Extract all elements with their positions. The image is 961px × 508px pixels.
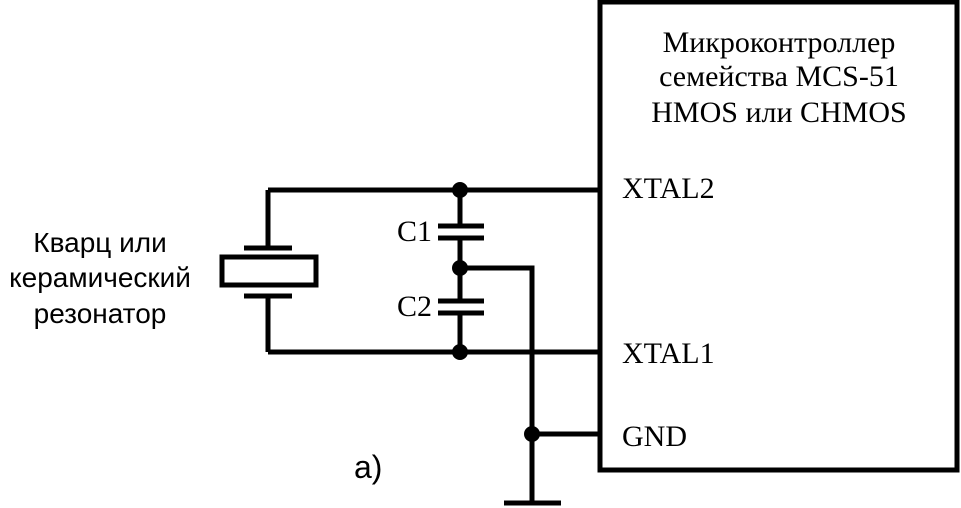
pin-label-xtal1: XTAL1 — [622, 337, 715, 370]
pin-label-xtal2: XTAL2 — [622, 172, 715, 205]
junction-dot-xtal1 — [452, 344, 468, 360]
junction-dot-gnd — [524, 426, 540, 442]
junction-dot-middle — [452, 260, 468, 276]
capacitor-c2 — [438, 298, 484, 316]
pin-label-gnd: GND — [622, 420, 687, 453]
capacitor-c1 — [438, 223, 484, 241]
mcu-title-line-2: семейства MCS-51 — [659, 60, 899, 93]
microcontroller-block — [597, 0, 960, 473]
junction-dot-xtal2 — [452, 182, 468, 198]
figure-label: а) — [354, 449, 382, 485]
mcu-title-line-3: HMOS или CHMOS — [651, 96, 906, 129]
capacitor-label-c2: C2 — [397, 290, 432, 323]
resonator-label-line-3: резонатор — [34, 298, 167, 329]
resonator-label-line-1: Кварц или — [33, 227, 166, 258]
resonator-label-line-2: керамический — [9, 262, 191, 293]
resonator-symbol — [219, 245, 319, 299]
wire-ground-node — [460, 265, 535, 502]
capacitor-label-c1: C1 — [397, 215, 432, 248]
mcu-title-line-1: Микроконтроллер — [663, 26, 896, 59]
